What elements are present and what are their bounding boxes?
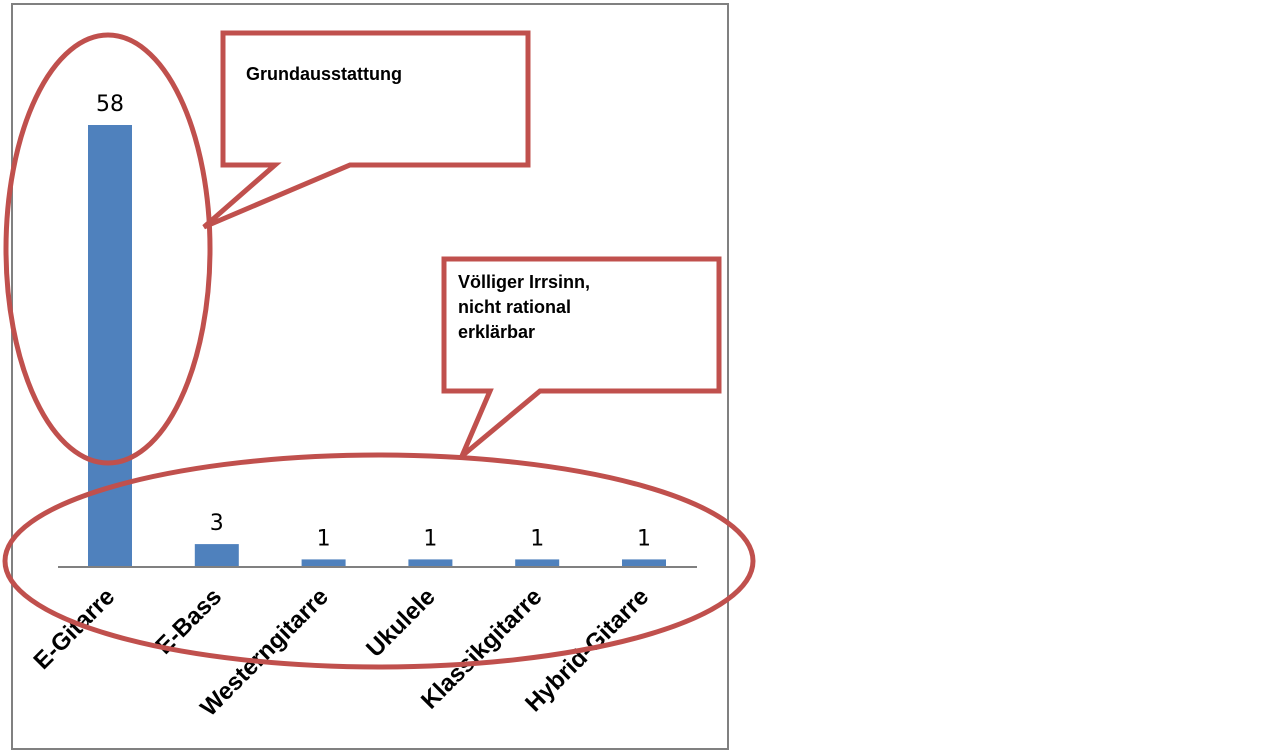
bar-1 bbox=[194, 544, 239, 567]
value-labels-group: 58 3 1 1 1 1 bbox=[96, 92, 651, 551]
value-label-0: 58 bbox=[96, 92, 124, 117]
highlight-ellipse-main bbox=[3, 32, 213, 466]
callout-box-irrsinn bbox=[441, 256, 722, 458]
bar-3 bbox=[408, 559, 453, 567]
callout-box-grundausstattung bbox=[202, 30, 531, 230]
value-label-1: 3 bbox=[210, 511, 224, 536]
value-label-2: 1 bbox=[317, 526, 331, 551]
bar-4 bbox=[515, 559, 560, 567]
bar-2 bbox=[301, 559, 346, 567]
value-label-3: 1 bbox=[423, 526, 437, 551]
bar-0 bbox=[88, 125, 132, 567]
callout-text-irrsinn: Völliger Irrsinn, nicht rational erklärb… bbox=[458, 272, 595, 342]
highlight-ellipse-minor bbox=[2, 452, 756, 670]
value-label-5: 1 bbox=[637, 526, 651, 551]
callout-text-grundausstattung: Grundausstattung bbox=[246, 64, 402, 84]
bar-5 bbox=[622, 559, 666, 567]
value-label-4: 1 bbox=[530, 526, 544, 551]
